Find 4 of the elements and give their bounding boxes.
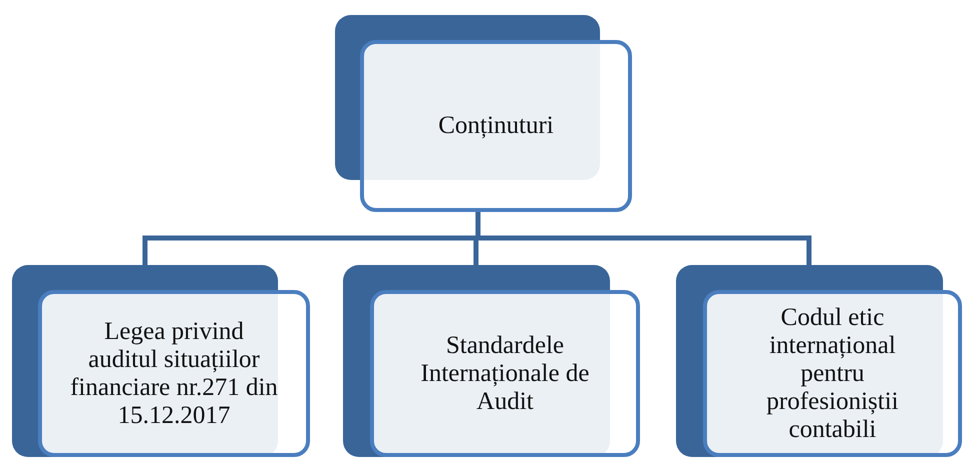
node-label: Standardele Internaționale de Audit (420, 332, 590, 416)
node-label: Codul etic internațional pentru profesioniștii contabili (766, 304, 900, 444)
node-label: Conținuturi (437, 112, 555, 140)
node-label: Legea privind auditul situațiilor financiare nr.271 din 15.12.2017 (69, 318, 279, 430)
